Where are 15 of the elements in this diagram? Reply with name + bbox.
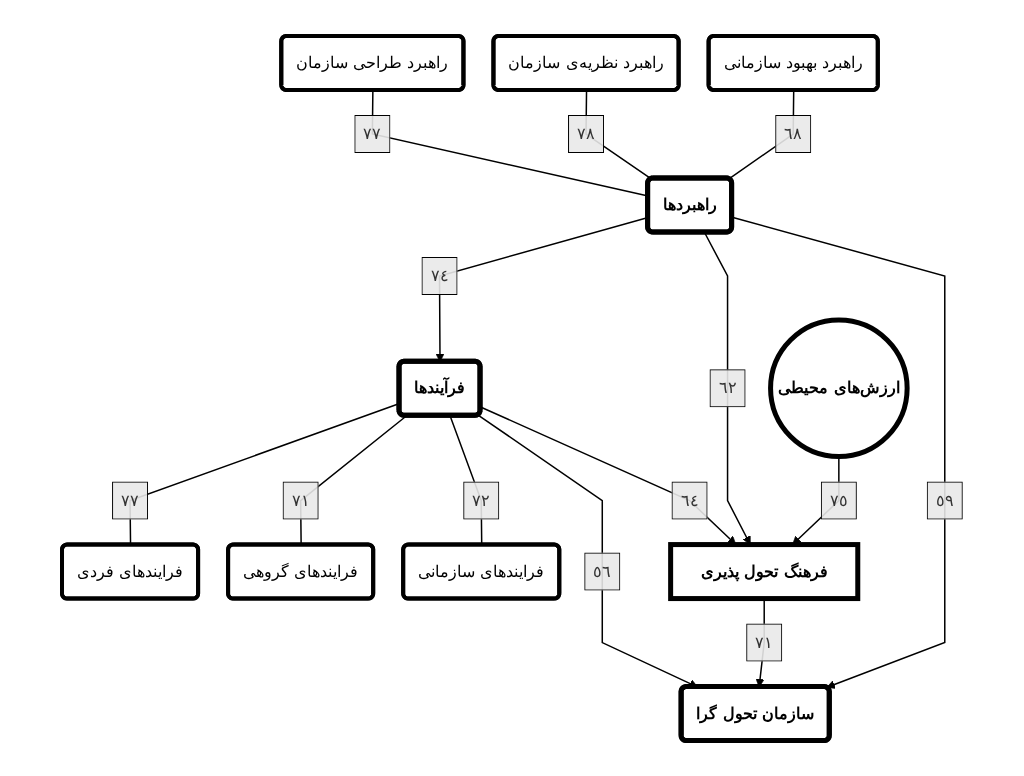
edge-label: ٧٨: [576, 123, 595, 143]
edge-label: ٧٧: [362, 123, 381, 143]
node-circle: ارزش‌های محیطی: [767, 317, 910, 459]
edge-label: ٧٢: [471, 490, 490, 510]
edge-label: ٧٥: [829, 490, 848, 510]
edge-label: ٦٤: [680, 490, 699, 510]
edge-label: ٧٧: [120, 490, 139, 510]
edge-label: ٧١: [754, 632, 773, 652]
edge-label: ٦٢: [718, 378, 737, 397]
edge-label: ٥٩: [935, 490, 954, 510]
edge-label: ٧١: [291, 490, 310, 510]
edge-label: ٥٦: [592, 561, 611, 581]
node-box: فرهنگ تحول پذیری: [667, 541, 860, 601]
edge-label: ٦٨: [783, 123, 802, 143]
edge-label: ٧٤: [430, 265, 449, 285]
